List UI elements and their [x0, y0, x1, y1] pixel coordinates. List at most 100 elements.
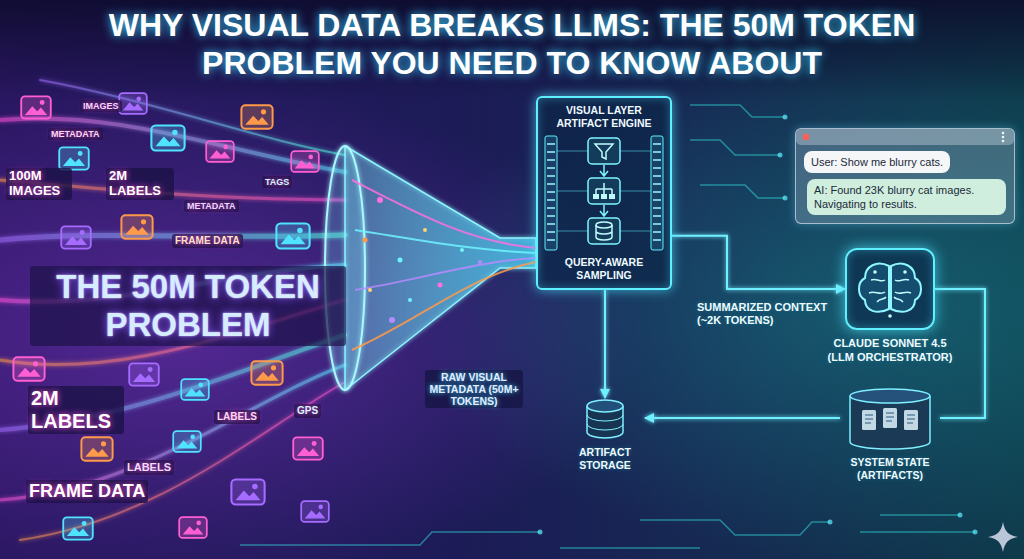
- state-label: SYSTEM STATE (ARTIFACTS): [840, 456, 940, 482]
- engine-title: VISUAL LAYER ARTIFACT ENGINE: [543, 104, 665, 130]
- brain-node: [873, 270, 877, 274]
- image-card: [129, 363, 159, 385]
- llm-box: CLAUDE SONNET 4.5 (LLM ORCHESTRATOR): [845, 248, 935, 330]
- engine-bar: [651, 136, 663, 250]
- image-card: [291, 151, 319, 172]
- data-particle: [460, 248, 464, 252]
- image-card: [61, 226, 91, 248]
- data-tag: 2M LABELS: [106, 168, 174, 200]
- funnel-streams: [352, 180, 536, 350]
- database-icon: [596, 225, 612, 240]
- image-card: [173, 431, 201, 452]
- circuit-dot: [538, 530, 543, 535]
- image-card: [181, 379, 209, 400]
- image-card: [231, 480, 264, 505]
- brain-icon: [847, 250, 933, 328]
- data-particle: [438, 283, 443, 288]
- storage-cylinder: ARTIFACT STORAGE: [565, 398, 645, 472]
- tree-leaf: [609, 194, 615, 199]
- data-tag: IMAGES: [80, 100, 122, 112]
- data-particle: [398, 258, 403, 263]
- process-box: [588, 178, 620, 204]
- document-icon: [862, 410, 876, 430]
- data-tag: FRAME DATA: [26, 480, 148, 503]
- flow-label: RAW VISUAL METADATA (50M+ TOKENS): [425, 370, 523, 408]
- funnel-stream: [355, 230, 536, 253]
- data-tag: 100M IMAGES: [6, 168, 72, 200]
- circuit-trace: [860, 531, 975, 533]
- cylinder-top: [587, 400, 623, 412]
- image-card: [63, 517, 93, 539]
- menu-dot: [1002, 140, 1005, 143]
- engine-box: VISUAL LAYER ARTIFACT ENGINE QUERY-AWARE…: [536, 96, 672, 290]
- brain-lobe: [859, 264, 889, 312]
- funnel-stream: [355, 258, 536, 290]
- menu-dot: [1002, 132, 1005, 135]
- data-tag: LABELS: [214, 410, 260, 424]
- tree-leaf: [601, 194, 607, 199]
- circuit-trace: [700, 185, 785, 198]
- sampling-label: QUERY-AWARE SAMPLING: [543, 256, 665, 282]
- data-particle: [389, 317, 395, 323]
- image-card: [21, 96, 51, 118]
- circuit-dot: [958, 513, 963, 518]
- user-message: User: Show me blurry cats.: [804, 151, 950, 173]
- connector-label: SUMMARIZED CONTEXT (~2K TOKENS): [697, 301, 837, 327]
- cylinder-top: [850, 389, 930, 403]
- tree-leaf: [593, 194, 599, 199]
- data-particle: [478, 260, 482, 264]
- image-card: [301, 501, 329, 522]
- llm-label: CLAUDE SONNET 4.5 (LLM ORCHESTRATOR): [820, 336, 960, 364]
- data-stream: [40, 80, 345, 155]
- data-particle: [423, 228, 427, 232]
- tree-icon: [596, 183, 612, 194]
- data-streams: [0, 80, 345, 540]
- brain-lobe: [891, 264, 921, 312]
- image-card: [81, 437, 112, 460]
- data-particle: [408, 298, 412, 302]
- data-particle: [377, 197, 383, 203]
- data-tag: 2M LABELS: [28, 386, 124, 434]
- image-card: [276, 224, 309, 249]
- flow-connector: [645, 417, 840, 419]
- image-card: [151, 126, 184, 151]
- circuit-trace: [690, 105, 785, 117]
- document-icon: [904, 410, 918, 430]
- data-particle: [368, 288, 372, 292]
- image-card: [59, 147, 89, 169]
- circuit-trace: [690, 140, 780, 155]
- flow-connector: [604, 290, 606, 398]
- window-title-bar: [796, 129, 1014, 145]
- window-bar: [796, 129, 1014, 146]
- flow-connector: [672, 236, 845, 289]
- data-tag: METADATA: [184, 200, 239, 212]
- window-dot: [803, 134, 809, 140]
- brain-folds: [869, 280, 911, 302]
- circuit-dot: [783, 115, 788, 120]
- image-card: [119, 93, 147, 114]
- brain-node: [888, 314, 892, 318]
- image-card: [293, 437, 323, 459]
- page-title: WHY VISUAL DATA BREAKS LLMS: THE 50M TOK…: [42, 6, 982, 82]
- document-icon: [883, 408, 897, 428]
- data-tag: METADATA: [48, 128, 103, 140]
- circuit-trace: [640, 520, 830, 535]
- engine-icons: [543, 134, 665, 252]
- image-card: [13, 357, 44, 380]
- cylinder-rings: [587, 415, 623, 430]
- data-particle: [363, 238, 368, 243]
- engine-bar-stripes: [653, 144, 661, 240]
- filter-icon: [595, 144, 613, 159]
- funnel: [325, 146, 536, 390]
- brain-node: [903, 270, 907, 274]
- chat-window: User: Show me blurry cats.AI: Found 23K …: [795, 128, 1015, 224]
- image-card: [251, 361, 282, 384]
- image-card: [241, 105, 272, 128]
- cylinder-body: [850, 396, 930, 449]
- document-lines: [865, 413, 915, 423]
- data-tag: GPS: [294, 404, 321, 418]
- engine-bar: [545, 136, 557, 250]
